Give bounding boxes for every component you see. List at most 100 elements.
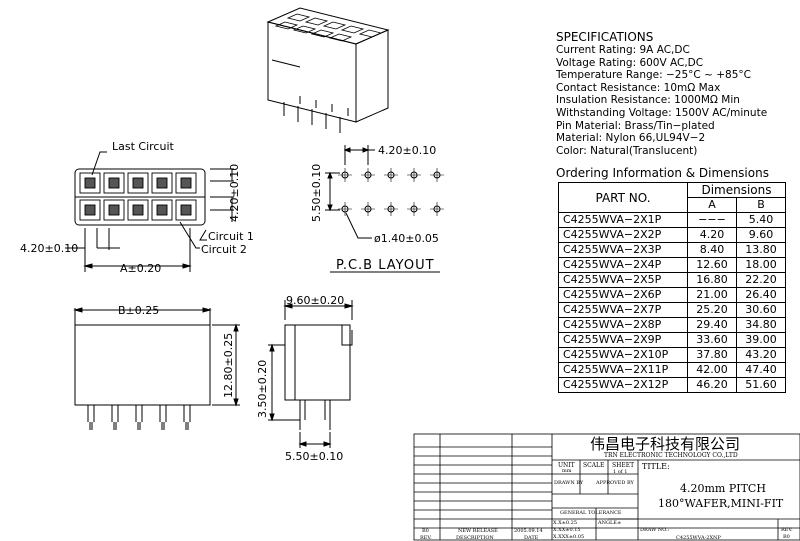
cavity [127,172,149,194]
cell-part: C4255WVA−2X5P [558,272,688,288]
cell-b: 18.00 [736,257,786,273]
cell-a: 8.40 [687,242,737,258]
cell-part: C4255WVA−2X4P [558,257,688,273]
dim-pitch-h-left: 4.20±0.10 [20,242,78,255]
ordering-table: PART NO. Dimensions A B C4255WVA−2X1P−−−… [558,182,786,393]
cell-b: 22.20 [736,272,786,288]
last-circuit-label: Last Circuit [112,140,175,153]
table-row: C4255WVA−2X1P−−−5.40 [558,212,786,228]
spec-line: Pin Material: Brass/Tin−plated [556,119,715,132]
dim-pin-len: 3.50±0.20 [256,360,269,418]
spec-line: Contact Resistance: 10mΩ Max [556,81,721,94]
pcb-layout-title: P.C.B LAYOUT [336,258,435,273]
cavity [79,199,101,221]
cell-a: 46.20 [687,377,737,393]
company-cn: 伟昌电子科技有限公司 [590,435,740,453]
cell-a: 42.00 [687,362,737,378]
cell-a: 29.40 [687,317,737,333]
pcb-pitch-h: 4.20±0.10 [378,144,436,157]
cavity [175,199,197,221]
title-line1: 4.20mm PITCH [680,482,766,495]
hdr-desc: DESCRIPTION [456,535,494,541]
cavity [151,199,173,221]
approved-by-label: APPROVED BY [595,480,635,486]
cell-a: 16.80 [687,272,737,288]
circuit1-label: Circuit 1 [208,230,254,243]
rev-value: B0 [783,534,790,540]
dim-side-width: 9.60±0.20 [286,294,344,307]
part-no-header: PART NO. [558,182,688,213]
specifications-block: SPECIFICATIONS Current Rating: 9A AC,DC … [556,30,767,157]
cavity [103,172,125,194]
cell-b: 39.00 [736,332,786,348]
scale-label: SCALE [583,462,604,469]
unit-value: mm [562,468,572,474]
spec-line: Material: Nylon 66,UL94V−2 [556,132,706,145]
dim-b: B±0.25 [118,304,159,317]
front-view [65,151,234,272]
drawn-by-label: DRAWN BY [554,480,584,486]
tol1: X.X±0.25 [553,520,577,526]
end-view [268,300,354,448]
side-pin [111,405,119,430]
draw-no-label: DRAW NO.: [640,527,670,533]
spec-line: Withstanding Voltage: 1500V AC/minute [556,106,768,119]
tol3: X.XXX±0.05 [553,534,584,540]
cell-part: C4255WVA−2X7P [558,302,688,318]
side-pin [159,405,167,430]
cavity [151,172,173,194]
title-label: TITLE: [642,462,670,471]
ordering-title: Ordering Information & Dimensions [556,166,769,180]
side-view [73,307,240,430]
draw-no: C4255WVA-2XNP [676,535,721,541]
sheet-value: 1 of 1 [613,469,627,475]
rev-label: REV. [781,527,793,533]
tol2: X.XX±0.15 [553,527,581,533]
side-pin [183,405,191,430]
rev-row-date: 2005.09.14 [514,528,543,534]
side-pin [135,405,143,430]
dim-a: A±0.20 [120,262,161,275]
cavity [127,199,149,221]
cavity [79,172,101,194]
cell-b: 34.80 [736,317,786,333]
side-pin [87,405,95,430]
spec-line: Voltage Rating: 600V AC,DC [556,56,704,69]
rev-row-desc: NEW RELEASE [458,528,498,534]
isometric-view [266,7,390,133]
cell-b: 51.60 [736,377,786,393]
sheet-label: SHEET [612,462,634,469]
dim-pin-row: 5.50±0.10 [285,450,343,463]
cell-part: C4255WVA−2X12P [558,377,688,393]
title-line2: 180°WAFER,MINI-FIT [658,497,784,510]
spec-line: Insulation Resistance: 1000MΩ Min [556,94,740,107]
title-block-frame [413,433,800,541]
spec-line: Color: Natural(Translucent) [556,144,698,157]
pcb-hole: ø1.40±0.05 [374,232,439,245]
rev-row-rev: B0 [422,528,429,534]
circuit2-label: Circuit 2 [201,243,247,256]
dim-pitch-v: 4.20±0.10 [228,164,241,222]
spec-line: Current Rating: 9A AC,DC [556,44,690,56]
cell-b: 43.20 [736,347,786,363]
cavity [103,199,125,221]
cell-a: 37.80 [687,347,737,363]
hdr-date: DATE [524,535,539,541]
company-en: TRN ELECTRONIC TECHNOLOGY CO.,LTD [604,452,738,459]
cell-a: 4.20 [687,227,737,243]
pcb-pitch-v: 5.50±0.10 [310,164,323,222]
specifications-heading: SPECIFICATIONS [556,30,654,44]
dim-height: 12.80±0.25 [222,333,235,398]
cavity [175,172,197,194]
angle-label: ANGLE± [597,520,621,526]
